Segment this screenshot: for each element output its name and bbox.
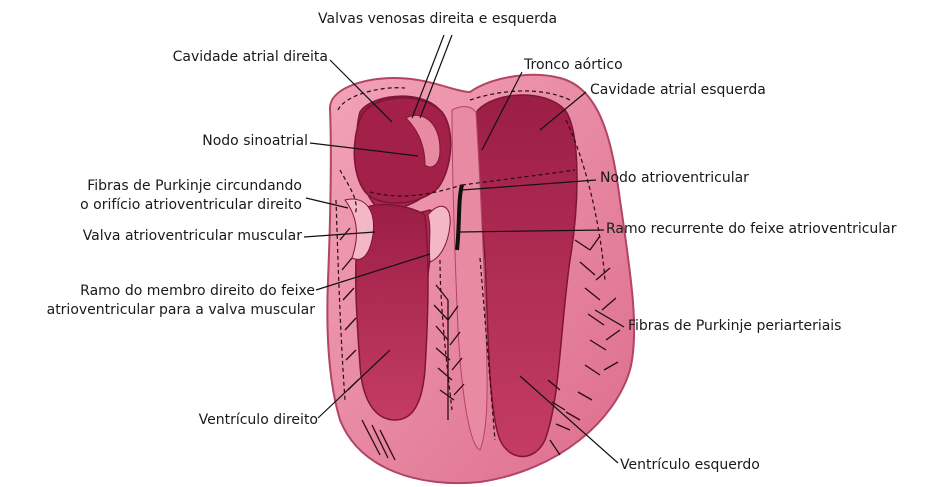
label-ramo-membro-direito-2: atrioventricular para a valva muscular <box>5 302 315 319</box>
label-valvas-venosas: Valvas venosas direita e esquerda <box>318 11 557 28</box>
label-tronco-aortico: Tronco aórtico <box>524 57 623 74</box>
label-ventriculo-direito: Ventrículo direito <box>150 412 318 429</box>
label-fibras-purkinje-circundando-2: o orifício atrioventricular direito <box>20 197 302 214</box>
label-valva-atrioventricular-muscular: Valva atrioventricular muscular <box>20 228 302 245</box>
label-cavidade-atrial-direita: Cavidade atrial direita <box>128 49 328 66</box>
label-fibras-purkinje-circundando-1: Fibras de Purkinje circundando <box>20 178 302 195</box>
label-cavidade-atrial-esquerda: Cavidade atrial esquerda <box>590 82 766 99</box>
label-ramo-recurrente: Ramo recurrente do feixe atrioventricula… <box>606 221 897 238</box>
label-nodo-atrioventricular: Nodo atrioventricular <box>600 170 749 187</box>
label-ventriculo-esquerdo: Ventrículo esquerdo <box>620 457 760 474</box>
label-fibras-purkinje-periarteriais: Fibras de Purkinje periarteriais <box>628 318 841 335</box>
label-ramo-membro-direito-1: Ramo do membro direito do feixe <box>5 283 315 300</box>
label-nodo-sinoatrial: Nodo sinoatrial <box>150 133 308 150</box>
